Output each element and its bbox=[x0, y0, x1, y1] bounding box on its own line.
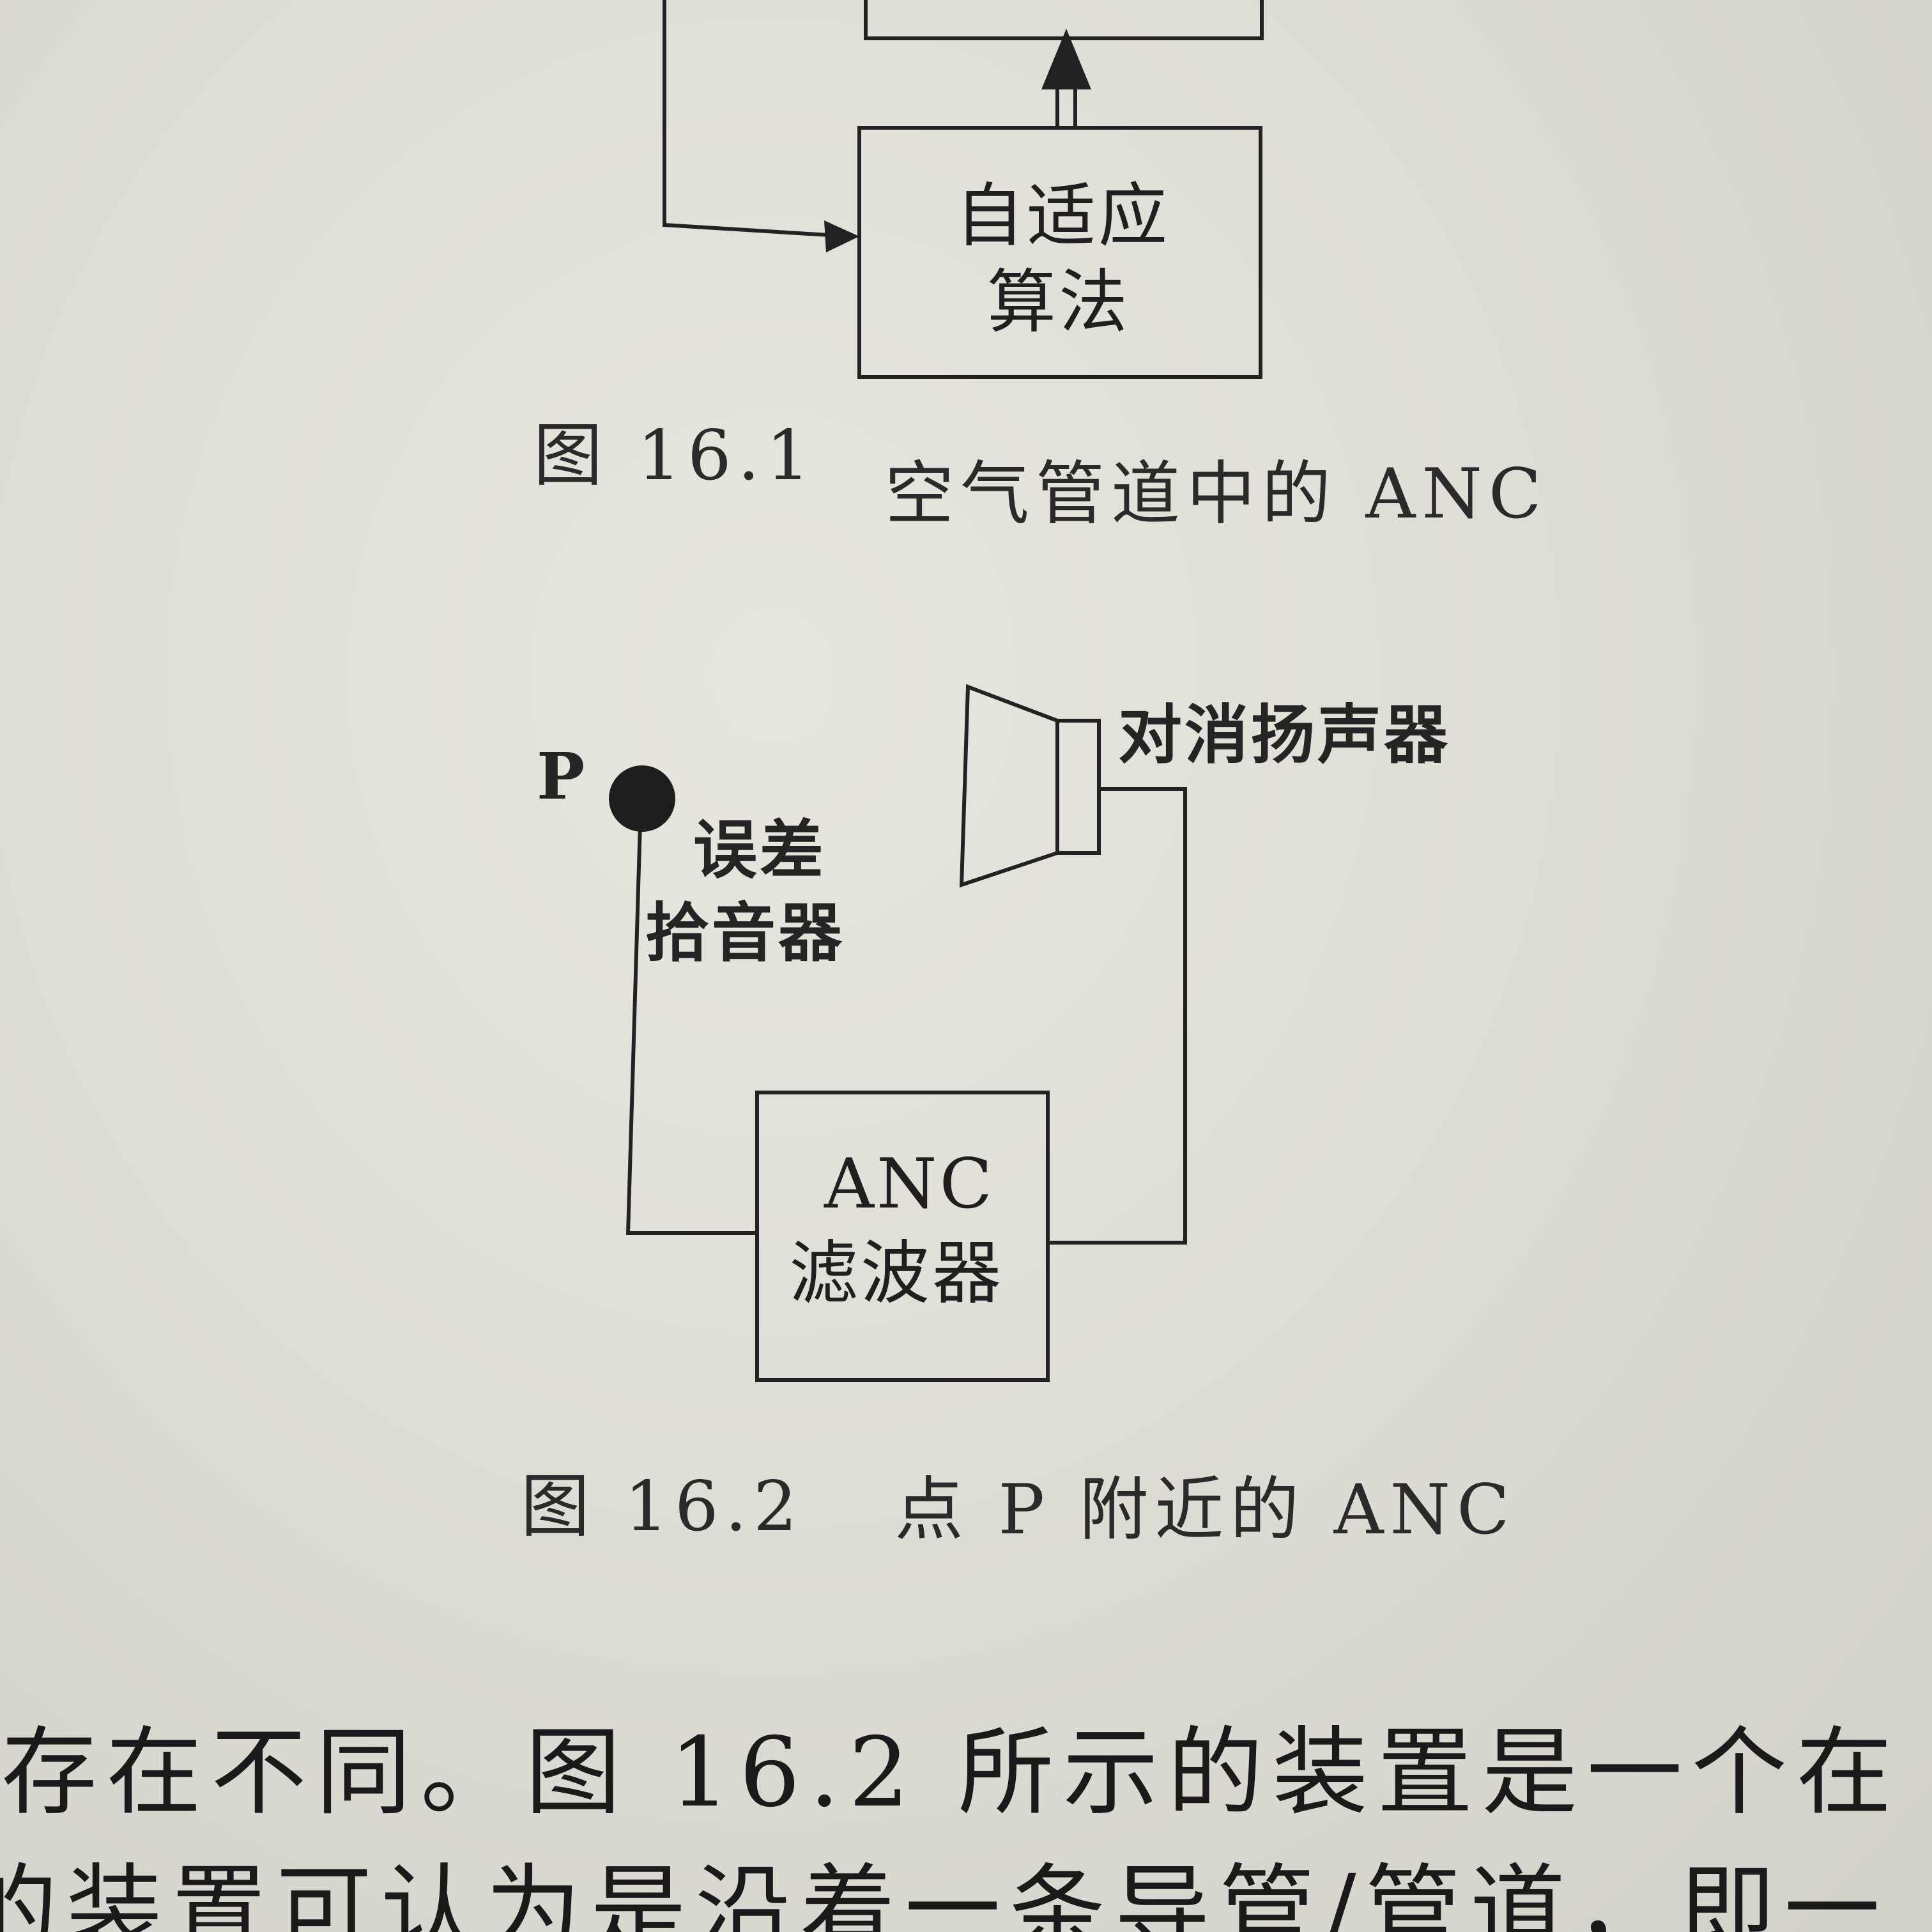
adaptive-box-label-line2: 算法 bbox=[987, 263, 1131, 342]
adaptive-box-label-line1: 自适应 bbox=[955, 176, 1170, 256]
figure-16-2-number: 图 16.2 bbox=[521, 1467, 804, 1547]
adaptive-algorithm-box bbox=[857, 126, 1262, 379]
filter-box-label-line1: ANC bbox=[824, 1144, 995, 1224]
feedback-line bbox=[663, 0, 850, 238]
anc-filter-box bbox=[755, 1091, 1050, 1382]
body-text-line-2: 的装置可认为是沿着一条导管/管道，即一 bbox=[0, 1855, 1889, 1932]
error-mic-label-line2: 拾音器 bbox=[645, 895, 845, 970]
speaker-magnet bbox=[1055, 719, 1101, 855]
body-text-line-1: i存在不同。图 16.2 所示的装置是一个在 bbox=[0, 1717, 1901, 1828]
figure-16-1-caption: 空气管道中的 ANC bbox=[885, 454, 1548, 534]
feedback-arrow-head bbox=[824, 220, 859, 252]
speaker-cone bbox=[959, 684, 1059, 888]
speaker-label: 对消扬声器 bbox=[1118, 697, 1450, 772]
error-microphone-point bbox=[609, 765, 675, 832]
point-p-label: P bbox=[537, 739, 588, 814]
error-mic-label-line1: 误差 bbox=[693, 812, 826, 887]
arrow-head bbox=[1041, 29, 1091, 89]
speaker-wire bbox=[1048, 787, 1187, 1245]
figure-16-2-caption: 点 P 附近的 ANC bbox=[894, 1470, 1516, 1550]
upper-block-box bbox=[864, 0, 1264, 40]
filter-box-label-line2: 滤波器 bbox=[789, 1234, 1004, 1314]
figure-16-1-number: 图 16.1 bbox=[533, 416, 816, 496]
microphone-wire bbox=[625, 801, 757, 1235]
